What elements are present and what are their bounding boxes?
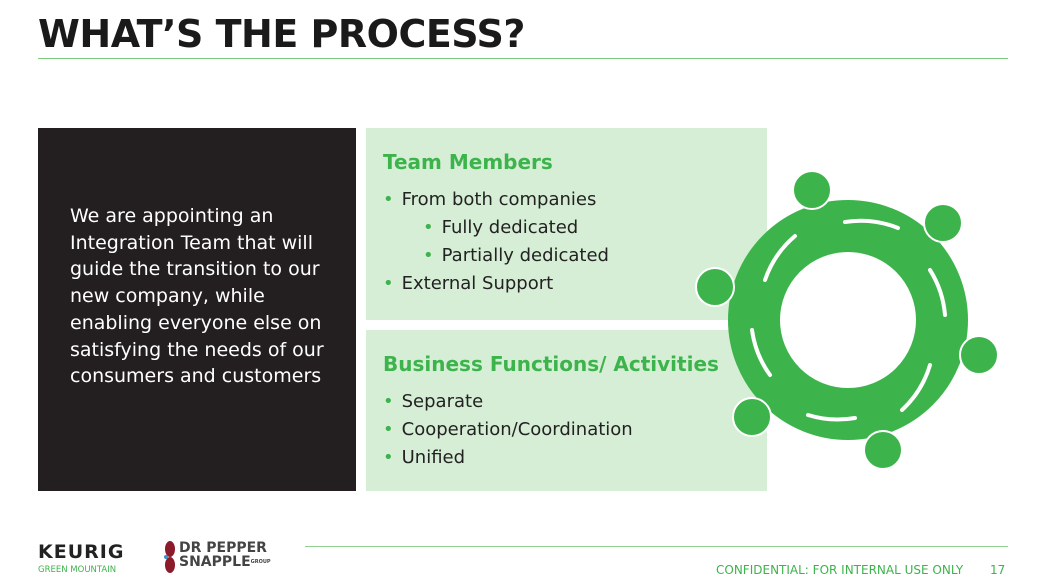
title-divider — [38, 58, 1008, 59]
dps-logo-line2: SNAPPLE — [179, 554, 251, 570]
list-item: Cooperation/Coordination — [383, 416, 633, 444]
confidential-notice: CONFIDENTIAL: FOR INTERNAL USE ONLY — [716, 563, 964, 577]
business-functions-heading: Business Functions/ Activities — [383, 352, 719, 376]
dps-logo-line1: DR PEPPER — [179, 540, 267, 556]
intro-panel: We are appointing an Integration Team th… — [38, 128, 356, 491]
slide-title: WHAT’S THE PROCESS? — [38, 12, 525, 56]
list-item: Separate — [383, 388, 633, 416]
team-members-list: From both companies Fully dedicated Part… — [383, 186, 609, 298]
keurig-logo-subtitle: GREEN MOUNTAIN — [38, 565, 117, 575]
business-functions-list: Separate Cooperation/Coordination Unifie… — [383, 388, 633, 472]
business-functions-panel: Business Functions/ Activities Separate … — [366, 330, 767, 491]
dps-logo-mark-icon — [164, 541, 175, 573]
list-item: Unified — [383, 444, 633, 472]
team-members-panel: Team Members From both companies Fully d… — [366, 128, 767, 320]
intro-text: We are appointing an Integration Team th… — [70, 205, 324, 388]
list-item: From both companies — [383, 186, 609, 214]
footer-divider — [305, 546, 1008, 547]
team-members-heading: Team Members — [383, 150, 553, 174]
dr-pepper-snapple-logo: DR PEPPER SNAPPLEGROUP — [163, 541, 271, 577]
list-item: Partially dedicated — [383, 242, 609, 270]
dps-logo-group: GROUP — [250, 559, 271, 565]
list-item: Fully dedicated — [383, 214, 609, 242]
list-item: External Support — [383, 270, 609, 298]
page-number: 17 — [990, 563, 1006, 577]
keurig-logo: KEURIG — [38, 541, 125, 563]
